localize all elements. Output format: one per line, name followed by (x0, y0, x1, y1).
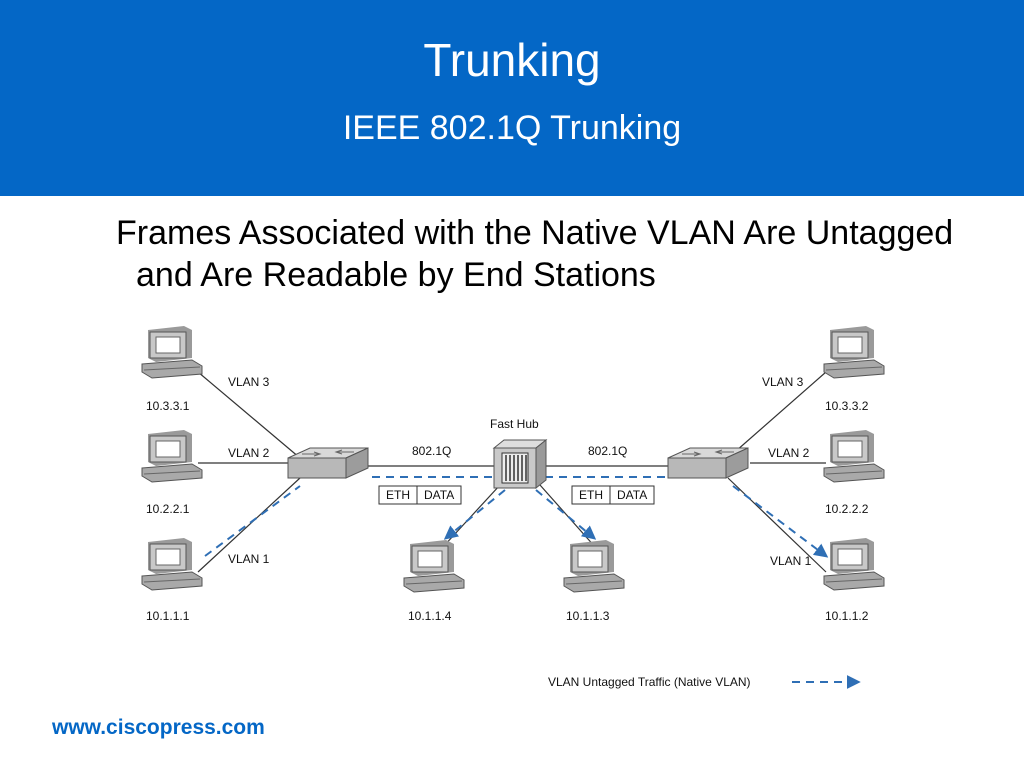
frame-data-field: DATA (424, 488, 454, 502)
pc-right-mid (823, 429, 885, 483)
host-address-hub-left: 10.1.1.4 (408, 609, 452, 623)
vlan-label-left-2: VLAN 2 (228, 446, 270, 460)
host-address-hub-right: 10.1.1.3 (566, 609, 610, 623)
trunking-diagram: Fast Hub 10.3.3.1 10.2.2.1 10.1.1.1 10.3… (141, 325, 885, 689)
switch-left (287, 447, 369, 479)
pc-left-bottom (141, 537, 203, 591)
native-vlan-traffic (204, 476, 829, 558)
slide-title: Trunking (423, 34, 601, 86)
pc-hub-left (403, 539, 465, 593)
pc-left-top (141, 325, 203, 379)
host-address-right-bottom: 10.1.1.2 (825, 609, 869, 623)
switch-right (667, 447, 749, 479)
slide-heading: Frames Associated with the Native VLAN A… (116, 214, 954, 294)
vlan-label-left-3: VLAN 3 (228, 375, 270, 389)
slide-subtitle: IEEE 802.1Q Trunking (342, 109, 682, 147)
frame-right: ETH DATA (571, 485, 655, 505)
links-right (545, 371, 827, 573)
hub-label: Fast Hub (490, 417, 539, 431)
frame-data-field: DATA (617, 488, 647, 502)
frame-eth-field: ETH (386, 488, 410, 502)
pc-hub-right (563, 539, 625, 593)
vlan-label-right-1: VLAN 1 (770, 554, 812, 568)
footer-url: www.ciscopress.com (52, 716, 265, 739)
frame-eth-field: ETH (579, 488, 603, 502)
fast-hub (492, 438, 548, 490)
trunk-label-left: 802.1Q (412, 444, 451, 458)
links-left (197, 371, 495, 573)
vlan-label-left-1: VLAN 1 (228, 552, 270, 566)
pc-right-bottom (823, 537, 885, 591)
vlan-label-right-3: VLAN 3 (762, 375, 804, 389)
host-address-left-mid: 10.2.2.1 (146, 502, 190, 516)
host-address-right-top: 10.3.3.2 (825, 399, 869, 413)
host-address-right-mid: 10.2.2.2 (825, 502, 869, 516)
title-banner: Trunking IEEE 802.1Q Trunking (0, 0, 1024, 196)
frame-left: ETH DATA (378, 485, 462, 505)
pc-left-mid (141, 429, 203, 483)
legend-label: VLAN Untagged Traffic (Native VLAN) (548, 675, 751, 689)
pc-right-top (823, 325, 885, 379)
host-address-left-top: 10.3.3.1 (146, 399, 190, 413)
host-address-left-bottom: 10.1.1.1 (146, 609, 190, 623)
legend: VLAN Untagged Traffic (Native VLAN) (548, 675, 861, 689)
vlan-label-right-2: VLAN 2 (768, 446, 810, 460)
trunk-label-right: 802.1Q (588, 444, 627, 458)
